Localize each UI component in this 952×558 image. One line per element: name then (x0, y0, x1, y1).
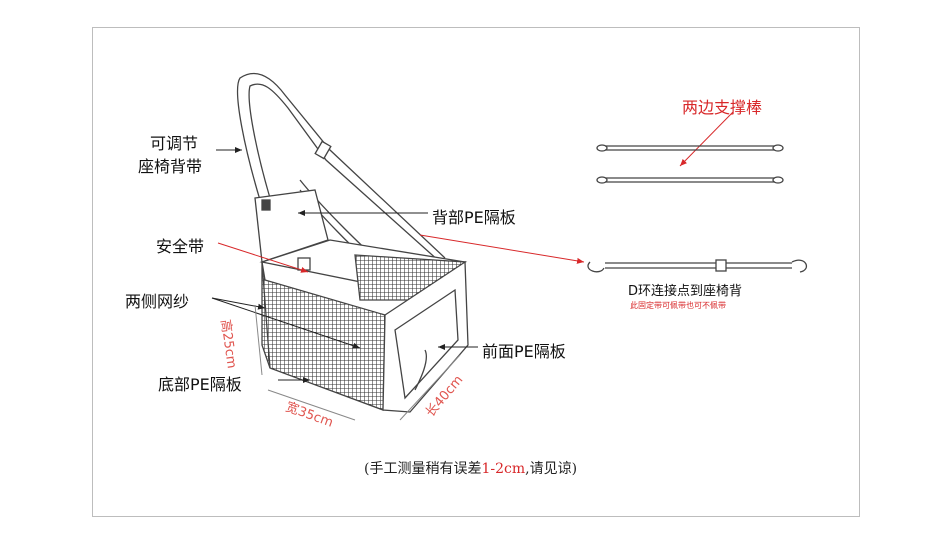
dimension-lines (254, 304, 461, 421)
note-suffix: ,请见谅) (525, 461, 578, 477)
d-ring-strap (587, 259, 808, 273)
measurement-note: (手工测量稍有误差1-2cm,请见谅) (364, 458, 577, 478)
note-range: 1-2cm (481, 461, 526, 477)
note-prefix: (手工测量稍有误差 (364, 461, 482, 477)
diagram-frame (92, 27, 860, 517)
support-rods (596, 144, 784, 184)
back-panel-label: 背部PE隔板 (432, 208, 516, 227)
strap-label-line1: 可调节 (150, 134, 199, 153)
strap-label-line2: 座椅背带 (138, 157, 203, 176)
d-ring-label: D环连接点到座椅背 (628, 284, 743, 299)
support-rods-label: 两边支撑棒 (682, 98, 763, 117)
pointer-lines (211, 111, 734, 383)
bottom-panel-label: 底部PE隔板 (158, 375, 242, 394)
safety-belt-label: 安全带 (156, 237, 205, 256)
front-panel-label: 前面PE隔板 (482, 342, 566, 361)
front-panel-shape (382, 260, 469, 413)
side-mesh-label: 两侧网纱 (125, 292, 190, 311)
d-ring-sublabel: 此固定带可佩带也可不佩带 (630, 301, 726, 310)
